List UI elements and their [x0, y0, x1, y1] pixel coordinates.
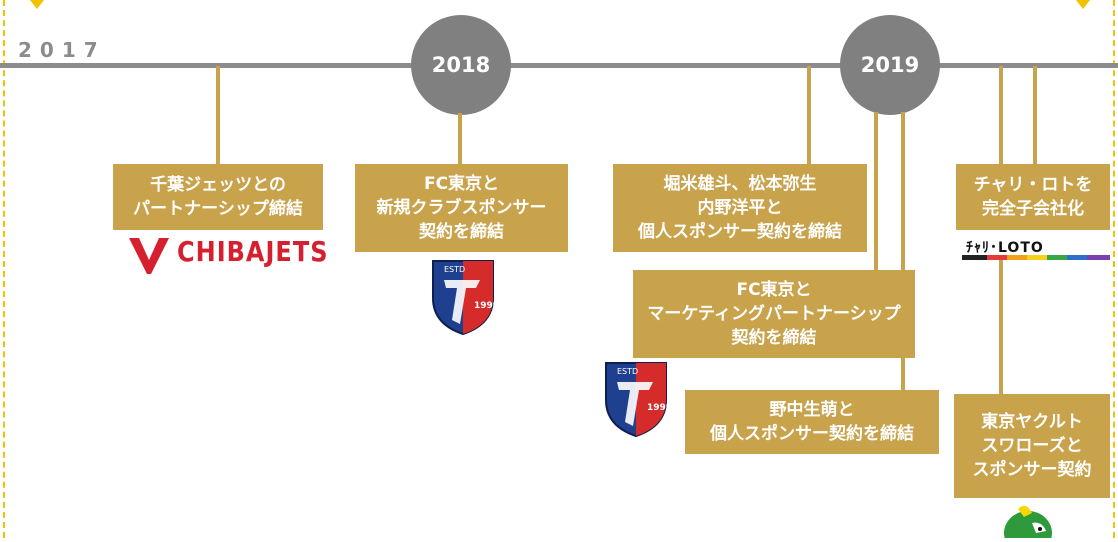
corner-marker-right [1076, 0, 1090, 9]
year-2018-marker: 2018 [411, 15, 511, 115]
chibajets-emblem-icon [129, 238, 169, 274]
event-line: 内野洋平と [697, 198, 783, 218]
event-line: チャリ・ロトを [973, 175, 1093, 195]
chari-loto-logo-text: ﾁｬﾘ･LOTO [966, 240, 1044, 256]
event-line: 契約を締結 [419, 222, 504, 242]
event-line: 新規クラブスポンサー [376, 198, 547, 218]
year-2019-label: 2019 [860, 53, 920, 77]
event-line: マーケティングパートナーシップ [647, 304, 901, 324]
event-yakult: 東京ヤクルト スワローズと スポンサー契約 [954, 394, 1110, 498]
chibajets-logo-text: CHIBAJETS [177, 235, 329, 269]
event-line: 堀米雄斗、松本弥生 [663, 174, 817, 194]
frame-left-edge [3, 0, 5, 538]
event-line: スワローズと [981, 436, 1083, 456]
connector-chari-2 [1033, 66, 1037, 164]
year-2019-marker: 2019 [840, 15, 940, 115]
event-line: 完全子会社化 [982, 199, 1084, 219]
connector-individuals [807, 66, 811, 164]
event-line: 千葉ジェッツとの [150, 175, 286, 195]
event-nonaka: 野中生萌と 個人スポンサー契約を締結 [685, 390, 939, 454]
connector-nonaka [901, 112, 905, 390]
connector-chiba [216, 66, 220, 164]
event-fc-tokyo-club: FC東京と 新規クラブスポンサー 契約を締結 [355, 164, 568, 252]
event-chari-loto: チャリ・ロトを 完全子会社化 [956, 164, 1110, 230]
event-line: 契約を締結 [731, 328, 817, 348]
event-line: FC東京と [736, 280, 812, 300]
crest-year-text: 1999 [474, 301, 496, 311]
connector-fc-tokyo-club [458, 113, 462, 164]
crest-estd-text: ESTD [444, 265, 465, 274]
event-line: 個人スポンサー契約を締結 [638, 222, 842, 242]
fc-tokyo-crest-2: ESTD 1999 [603, 360, 672, 438]
crest-estd-text: ESTD [617, 367, 638, 376]
event-line: FC東京と [423, 174, 500, 194]
event-chiba-jets: 千葉ジェッツとの パートナーシップ締結 [113, 164, 323, 230]
event-line: スポンサー契約 [972, 460, 1092, 480]
chari-loto-stripe-icon [962, 255, 1110, 260]
crest-year-text: 1999 [647, 403, 669, 413]
timeline-axis [0, 63, 1118, 68]
event-line: 野中生萌と [769, 400, 855, 420]
chibajets-logo: CHIBAJETS [127, 234, 327, 278]
event-fc-tokyo-marketing: FC東京と マーケティングパートナーシップ 契約を締結 [633, 270, 915, 358]
event-line: 東京ヤクルト [981, 412, 1083, 432]
swallows-mascot-icon [1004, 505, 1052, 542]
fc-tokyo-shield-icon: ESTD 1999 [432, 260, 499, 336]
fc-tokyo-crest-1: ESTD 1999 [430, 258, 499, 336]
connector-fc-tokyo-marketing [874, 112, 878, 270]
connector-chari [999, 66, 1003, 164]
swallows-mascot [996, 503, 1056, 542]
event-line: 個人スポンサー契約を締結 [710, 424, 914, 444]
fc-tokyo-shield-icon: ESTD 1999 [605, 362, 672, 438]
corner-marker-left [30, 0, 44, 9]
frame-right-edge [1113, 0, 1115, 538]
chari-loto-logo: ﾁｬﾘ･LOTO [962, 234, 1110, 260]
year-2018-label: 2018 [431, 53, 491, 77]
event-line: パートナーシップ締結 [133, 199, 303, 219]
connector-yakult [999, 260, 1003, 394]
year-2017-label: 2017 [18, 38, 106, 62]
event-individual-sponsors: 堀米雄斗、松本弥生 内野洋平と 個人スポンサー契約を締結 [613, 164, 867, 252]
